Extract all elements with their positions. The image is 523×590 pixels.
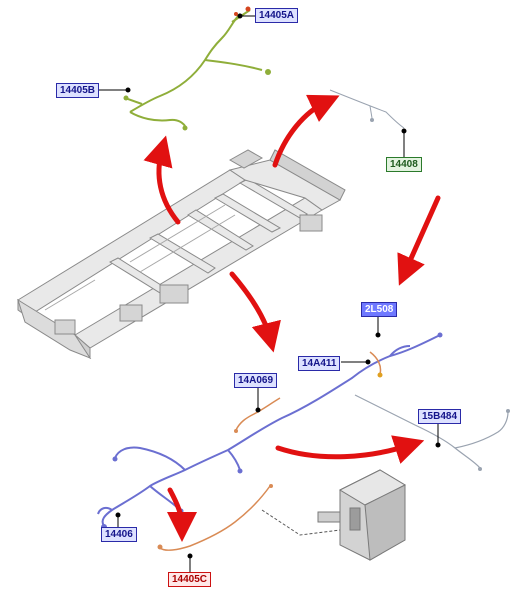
wiring-harness-icon xyxy=(329,89,405,129)
callout-15B484: 15B484 xyxy=(418,409,462,424)
callout-14405C: 14405C xyxy=(168,572,212,587)
leader-lines xyxy=(98,13,441,572)
frame-chassis-icon xyxy=(17,149,346,360)
callout-14408: 14408 xyxy=(386,157,422,172)
callout-14406: 14406 xyxy=(101,527,137,542)
callout-2L508: 2L508 xyxy=(361,302,398,317)
callout-14A069: 14A069 xyxy=(234,373,278,388)
callout-14405A: 14405A xyxy=(255,8,299,23)
battery-module-icon xyxy=(261,469,407,561)
arrow-icon xyxy=(143,94,441,542)
callout-14A411: 14A411 xyxy=(298,356,341,371)
wiring-harness-icon xyxy=(123,6,271,131)
wiring-harness-icon xyxy=(157,351,383,551)
callout-14405B: 14405B xyxy=(56,83,100,98)
wiring-harness-icon xyxy=(354,394,510,471)
wiring-harness-icon xyxy=(97,332,443,530)
